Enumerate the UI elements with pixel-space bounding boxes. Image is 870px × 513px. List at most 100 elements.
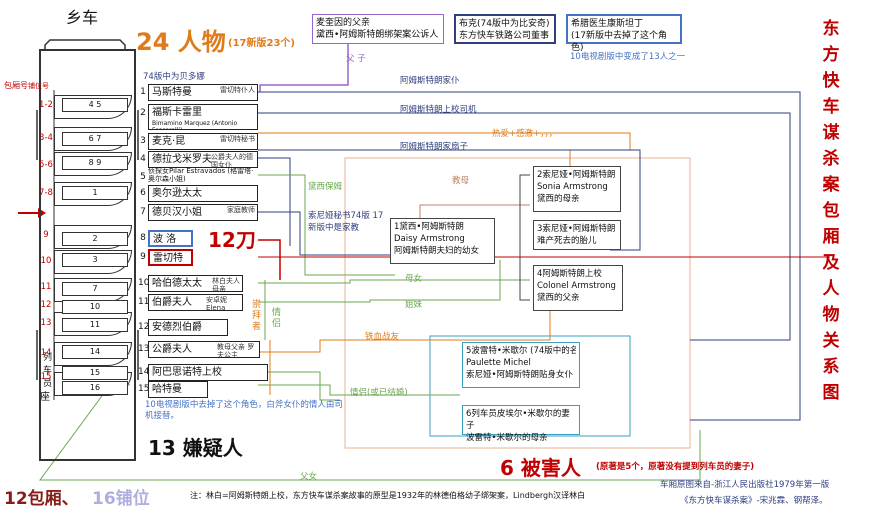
box-line: 麦奎因的父亲 (316, 18, 371, 28)
family-line (519, 174, 530, 301)
relation-sisters: 姐妹 (405, 300, 423, 310)
box-line: 6列车员皮埃尔•米歇尔的妻子 (466, 409, 570, 431)
victims-count: 6 被害人 (500, 456, 581, 480)
relation-servant: 阿姆斯特朗家仆 (400, 76, 460, 86)
compartment-number: 5-6 (39, 160, 53, 170)
bunk-num-label: 铺位号 (28, 82, 49, 90)
bunk: 7 (62, 282, 128, 296)
suspect-annotation: 教母父亲 罗夫公主 (217, 343, 255, 358)
suspect-annotation: 雷切特仆人 (220, 86, 255, 94)
suspects-count: 13 嫌疑人 (148, 436, 243, 460)
bunk: 6 7 (62, 132, 128, 146)
suspect-number: 13 (138, 344, 150, 354)
train-bottom-text: 座 (40, 392, 50, 403)
compartment-number: 9 (43, 230, 49, 240)
title-char: 包 (822, 201, 840, 221)
suspect-number: 15 (138, 384, 150, 394)
title-char: 厢 (822, 227, 840, 247)
suspect-annotation: 家庭教师 (227, 206, 255, 214)
victim-sonia[interactable]: 2索尼娅•阿姆斯特朗 Sonia Armstrong 黛西的母亲 (533, 166, 621, 212)
title-char: 物 (822, 305, 840, 325)
title-char: 东 (822, 19, 840, 39)
box-line: (17新版中去掉了这个角色) (571, 31, 667, 53)
suspect-number: 10 (138, 278, 150, 288)
compartment-number: 15 (40, 372, 52, 382)
suspect-name: 哈特曼 (152, 384, 182, 395)
victim-michel-wife[interactable]: 6列车员皮埃尔•米歇尔的妻子 波雷特•米歇尔的母亲 (462, 405, 580, 443)
suspect-annotation: 雷切特秘书 (220, 135, 255, 143)
detective-poirot[interactable]: 波 洛 (148, 230, 193, 247)
suspect-foscarelli[interactable]: 福斯卡雷里 Bimamino Marquez (Antonio Foscarel… (148, 104, 258, 130)
compartment-number: 11 (40, 282, 52, 292)
box-line: 5波雷特•米歇尔 (74版中的名字) (466, 346, 576, 356)
relation-lovers: 情侣(或已结婚) (350, 388, 408, 398)
constantine-box[interactable]: 希腊医生康斯坦丁 (17新版中去掉了这个角色) (566, 14, 682, 53)
relation-driver: 阿姆斯特朗上校司机 (400, 105, 477, 115)
bunk: 3 (62, 253, 128, 267)
suspect-annotation: 公爵夫人的德国女仆 (211, 153, 253, 168)
victim-stillborn[interactable]: 3索尼娅•阿姆斯特朗 难产死去的胎儿 (533, 220, 621, 250)
father-son-label: 父 子 (346, 54, 366, 64)
suspect-arbuthnot[interactable]: 阿巴思诺特上校 (148, 364, 268, 381)
suspect-name: 公爵夫人 (152, 344, 192, 355)
title-char: 系 (822, 357, 840, 377)
suspect-number: 4 (140, 154, 146, 164)
relation-father-daughter: 父女 (300, 472, 318, 482)
suspect-andrenyi-count[interactable]: 安德烈伯爵 (148, 319, 228, 336)
suspect-masterman[interactable]: 马斯特曼 雷切特仆人 (148, 84, 258, 101)
suspect-mcqueen[interactable]: 麦克·昆 雷切特秘书 (148, 133, 258, 150)
suspect-andrenyi-countess[interactable]: 伯爵夫人 安卓妮 Elena (148, 294, 243, 311)
suspect-number: 1 (140, 87, 146, 97)
bouc-box[interactable]: 布克(74版中为比安奇) 东方快车铁路公司董事 (454, 14, 556, 44)
compartment-number: 13 (40, 318, 52, 328)
suspect-name: 奥尔逊太太 (152, 188, 202, 199)
suspect-number: 14 (138, 367, 150, 377)
box-line: 黛西•阿姆斯特朗绑架案公诉人 (316, 30, 439, 40)
victim-daisy[interactable]: 1黛西•阿姆斯特朗 Daisy Armstrong 阿姆斯特朗夫妇的幼女 (390, 218, 495, 264)
box-line: 1黛西•阿姆斯特朗 (394, 222, 464, 232)
title-char: 关 (822, 331, 840, 351)
victim-colonel[interactable]: 4阿姆斯特朗上校 Colonel Armstrong 黛西的父亲 (533, 265, 623, 311)
title-char: 谋 (822, 123, 840, 143)
bunk: 11 (62, 318, 128, 332)
compartment-number: 7-8 (39, 188, 53, 198)
suspect-ohlsson[interactable]: 奥尔逊太太 (148, 185, 258, 202)
mcqueen-father-box[interactable]: 麦奎因的父亲 黛西•阿姆斯特朗绑架案公诉人 (312, 14, 444, 44)
german-maid-line (258, 157, 291, 246)
vertical-title: 东 方 快 车 谋 杀 案 包 厢 及 人 物 关 系 图 (820, 16, 842, 406)
suspect-debenham[interactable]: 德贝汉小姐 家庭教师 (148, 204, 258, 221)
twelve-knives: 12刀 (208, 228, 256, 252)
compartment-number: 10 (40, 256, 52, 266)
footer-note: 注：林白=阿姆斯特朗上校，东方快车谋杀案故事的原型是1932年的林德伯格幼子绑架… (190, 491, 586, 500)
box-line: 波雷特•米歇尔的母亲 (466, 433, 548, 443)
suspect-hubbard[interactable]: 哈伯德太太 林白夫人母亲 (148, 275, 243, 292)
title-char: 及 (822, 253, 840, 273)
suspect-dragomiroff[interactable]: 公爵夫人 教母父亲 罗夫公主 (148, 341, 260, 358)
note-74: 74版中为贝多娜 (143, 72, 205, 82)
bunk: 1 (62, 186, 128, 200)
bunk: 15 (62, 366, 128, 380)
bunk: 4 5 (62, 98, 128, 112)
suspect-number: 3 (140, 136, 146, 146)
victim-paulette[interactable]: 5波雷特•米歇尔 (74版中的名字) Paulette Michel 索尼娅•阿… (462, 342, 580, 388)
victims-note: (原著是5个，原著没有提到列车员的妻子) (596, 462, 755, 472)
people-count-note: (17新版23个) (228, 38, 295, 49)
compartment-num-label: 包厢号 (4, 81, 28, 90)
suspect-schmidt[interactable]: 德拉戈米罗夫 公爵夫人的德国女仆 (148, 151, 258, 168)
bunks-total: 16铺位 (92, 489, 150, 509)
suspect-number: 11 (138, 297, 150, 307)
box-line: 黛西的母亲 (537, 194, 580, 204)
victim-ratchett[interactable]: 雷切特 (148, 249, 193, 266)
suspect-name: 安德烈伯爵 (152, 322, 202, 333)
title-char: 快 (822, 71, 840, 91)
suspect-name: 德拉戈米罗夫 (152, 154, 212, 165)
box-line: Sonia Armstrong (537, 182, 608, 192)
title-char: 案 (822, 175, 840, 195)
suspect-hardman[interactable]: 哈特曼 (148, 381, 208, 398)
compartment-number: 12 (40, 300, 52, 310)
box-line: 布克(74版中为比安奇) (459, 19, 550, 29)
box-line: 3索尼娅•阿姆斯特朗 (537, 224, 616, 234)
title-char: 方 (822, 45, 840, 65)
suspect-number: 2 (140, 108, 146, 118)
relation-love: 热爱+感激+，，， (492, 129, 558, 139)
